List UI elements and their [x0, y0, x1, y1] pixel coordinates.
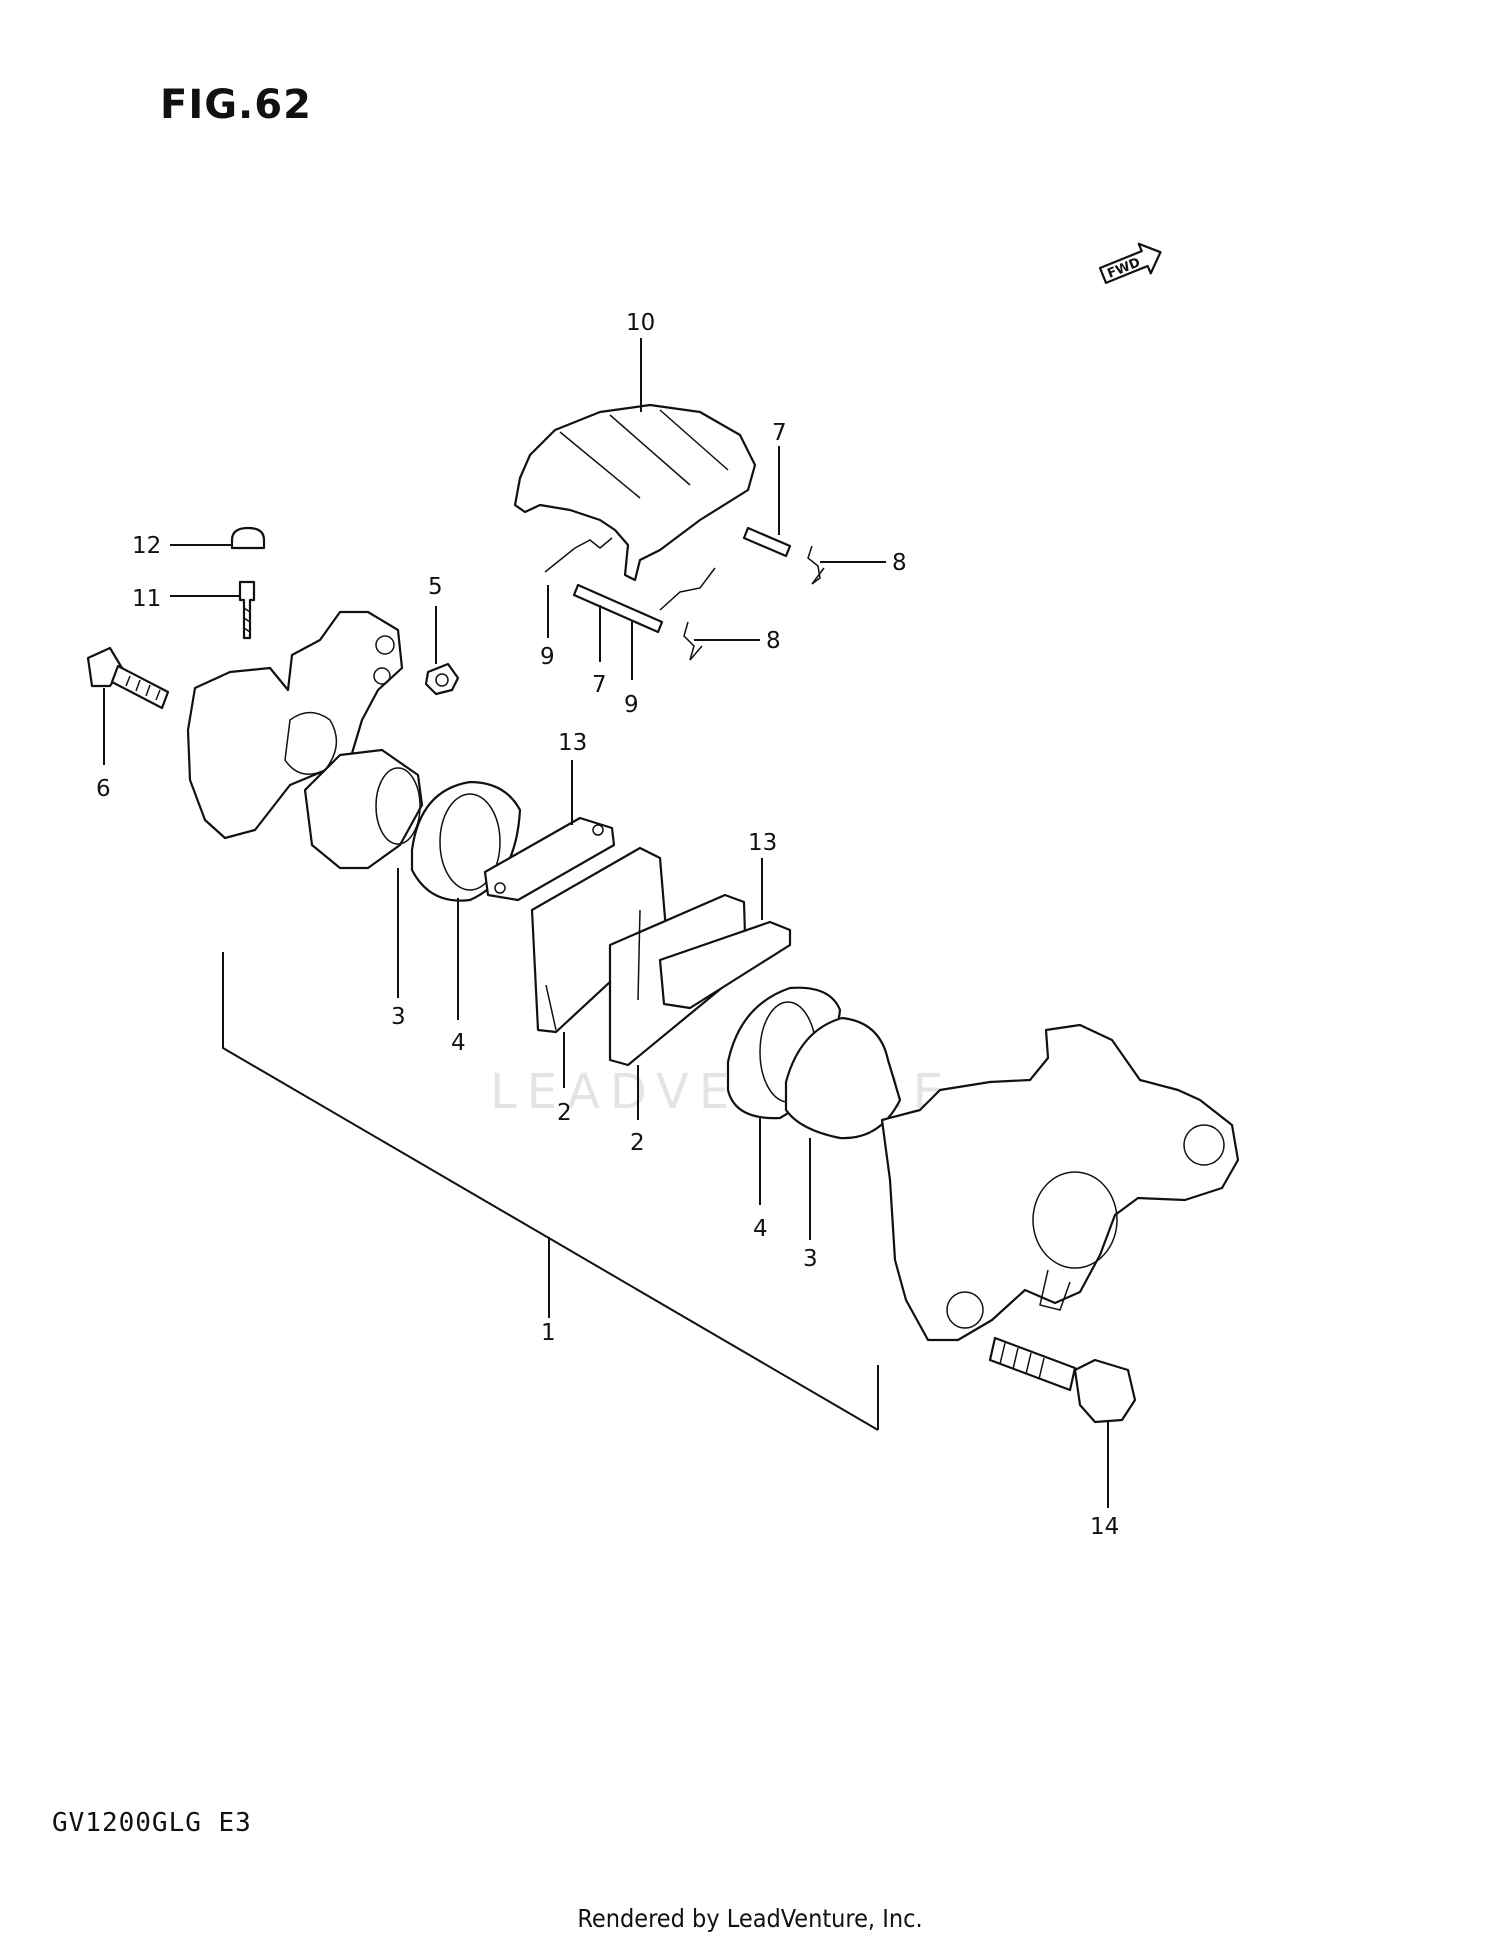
callout-8-lower: 8: [766, 628, 781, 654]
mounting-bolt-right-part: [988, 1336, 1137, 1424]
callout-14: 14: [1090, 1514, 1119, 1540]
callout-7-lower: 7: [592, 672, 607, 698]
clip-upper-part: [807, 545, 825, 585]
footer-credit: Rendered by LeadVenture, Inc.: [577, 1904, 923, 1933]
callout-12: 12: [132, 533, 161, 559]
callout-5: 5: [428, 574, 443, 600]
bushing-part: [424, 662, 460, 696]
caliper-body-left-part: [186, 610, 404, 840]
callout-3-right: 3: [803, 1246, 818, 1272]
spring-clip-left-part: [544, 537, 613, 573]
leader-lines: [103, 338, 1109, 1508]
model-code: GV1200GLG E3: [52, 1808, 252, 1838]
callout-13-right: 13: [748, 830, 777, 856]
callout-2-left: 2: [557, 1100, 572, 1126]
mounting-bolt-left-part: [86, 646, 170, 710]
callout-13-left: 13: [558, 730, 587, 756]
pad-shim-left-part: [483, 816, 616, 902]
bleeder-valve-part: [238, 580, 256, 640]
callout-8-upper: 8: [892, 550, 907, 576]
callout-3-left: 3: [391, 1004, 406, 1030]
pad-pin-lower-part: [572, 583, 664, 634]
callout-11: 11: [132, 586, 161, 612]
pad-cover-part: [513, 403, 757, 582]
callout-6: 6: [96, 776, 111, 802]
figure-title: FIG.62: [160, 82, 312, 128]
bleeder-cap-part: [230, 526, 266, 550]
callout-labels: 10 7 8 12 11 5 9 7 9 8 6 13 13 3 4 2 2 4…: [96, 310, 1119, 1540]
callout-7-upper: 7: [772, 420, 787, 446]
piston-left-part: [303, 748, 424, 870]
callout-9-right: 9: [624, 692, 639, 718]
pad-pin-upper-part: [742, 526, 792, 558]
callout-10: 10: [626, 310, 655, 336]
callout-2-right: 2: [630, 1130, 645, 1156]
spring-clip-right-part: [659, 567, 716, 611]
clip-lower-part: [683, 621, 703, 661]
caliper-body-right-part: [880, 1023, 1240, 1342]
assembly-bracket: [222, 952, 879, 1431]
fwd-arrow-icon: FWD: [1098, 242, 1162, 284]
callout-4-right: 4: [753, 1216, 768, 1242]
callout-9-left: 9: [540, 644, 555, 670]
callout-4-left: 4: [451, 1030, 466, 1056]
pad-shim-right-part: [658, 920, 792, 1010]
piston-right-part: [784, 1016, 902, 1140]
callout-1: 1: [541, 1320, 556, 1346]
